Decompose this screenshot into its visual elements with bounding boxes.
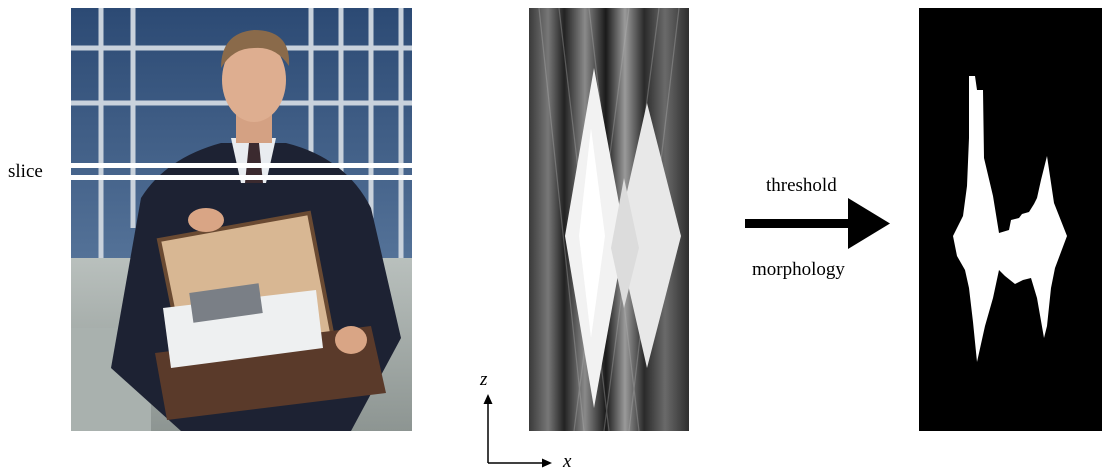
slice-label: slice [8, 162, 43, 181]
z-axis-label: z [480, 370, 487, 389]
threshold-label: threshold [766, 176, 837, 195]
axes-indicator [478, 392, 558, 468]
binary-mask [919, 8, 1102, 431]
process-arrow [745, 198, 890, 250]
x-axis-label: x [563, 452, 571, 471]
morphology-label: morphology [752, 260, 845, 279]
slice-accumulation-image [529, 8, 689, 431]
input-photo [71, 8, 412, 431]
